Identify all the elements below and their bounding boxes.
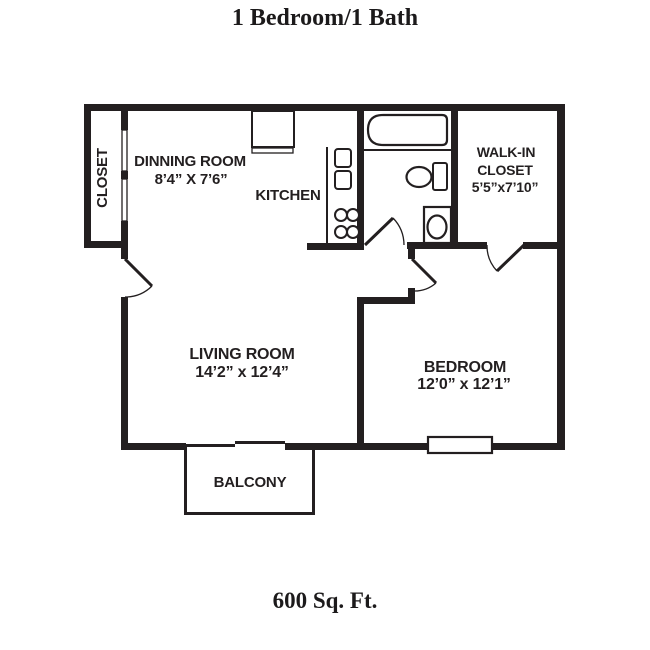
entry-door-leaf: [123, 257, 154, 288]
walk-in-closet-door: [486, 243, 526, 273]
balcony-wall-bottom: [184, 512, 315, 515]
wall-kitchen-bottom: [307, 243, 364, 250]
sliding-door-panel-right: [235, 441, 285, 444]
room-label-dining: DINNING ROOM: [134, 153, 246, 170]
wall-bedroom-jog: [357, 297, 415, 304]
counter-edge-icon: [251, 147, 294, 154]
bathroom-door-leaf: [363, 216, 395, 247]
room-label-bedroom: BEDROOM: [424, 359, 506, 376]
entry-door: [123, 257, 154, 298]
wall-bath-walkin-divider: [451, 104, 458, 249]
kitchen-sink-basin-icon: [334, 148, 352, 168]
stove-burners-icon: [334, 208, 360, 239]
room-dimensions-bedroom: 12’0” x 12’1”: [417, 376, 510, 393]
room-labels: CLOSET DINNING ROOM 8’4” X 7’6” KITCHEN …: [94, 144, 538, 491]
room-label-balcony: BALCONY: [214, 474, 287, 491]
wall-top: [84, 104, 565, 111]
burner-icon: [334, 208, 348, 222]
wall-bedroom-door-jamb-upper: [408, 249, 415, 259]
bathroom-sink-icon: [405, 165, 433, 189]
closet-bifold-doors: [121, 129, 128, 222]
kitchen-fixtures: [251, 110, 360, 243]
toilet-bowl: [426, 214, 448, 240]
toilet-icon: [422, 205, 453, 245]
wall-bedroom-door-jamb-lower: [408, 288, 415, 304]
room-label-walkin-line2: CLOSET: [477, 162, 533, 178]
window-icon: [426, 435, 494, 455]
sliding-glass-door: [185, 441, 285, 447]
wall-closet-stub-mid: [121, 171, 128, 179]
bifold-door-panel-top: [121, 129, 128, 172]
wall-kitchen-bath-divider: [357, 104, 364, 250]
burner-icon: [334, 225, 348, 239]
bifold-door-panel-bottom: [121, 178, 128, 222]
vanity-icon: [432, 162, 448, 191]
walk-in-closet-door-swing: [486, 244, 498, 272]
room-dimensions-walkin: 5’5”x7’10”: [472, 179, 539, 195]
refrigerator-icon: [251, 110, 295, 148]
wall-walkin-bottom: [523, 242, 565, 249]
balcony-walls: [184, 447, 315, 515]
wall-closet-stub-bottom: [121, 221, 128, 248]
room-dimensions-dining: 8’4” X 7’6”: [155, 171, 228, 188]
plan-title: 1 Bedroom/1 Bath: [231, 5, 419, 31]
walk-in-closet-door-leaf: [495, 243, 526, 273]
room-label-walkin-line1: WALK-IN: [477, 144, 536, 160]
wall-bath-bottom: [407, 242, 487, 249]
wall-bottom-left: [121, 443, 186, 450]
wall-bottom-middle: [285, 443, 429, 450]
burner-icon: [346, 225, 360, 239]
bathroom-fixtures: [364, 113, 453, 245]
square-footage: 600 Sq. Ft.: [272, 588, 378, 613]
bedroom-door-swing: [412, 282, 437, 292]
room-dimensions-living: 14’2” x 12’4”: [195, 364, 288, 381]
wall-bottom-right: [491, 443, 565, 450]
room-label-kitchen: KITCHEN: [255, 187, 320, 204]
wall-closet-stub-top: [121, 111, 128, 130]
bathroom-door-swing: [392, 217, 405, 246]
walls: [84, 104, 565, 450]
wall-closet-bottom: [84, 241, 128, 248]
bedroom-window: [426, 435, 494, 455]
bathtub-icon: [366, 113, 449, 147]
burner-icon: [346, 208, 360, 222]
room-label-living: LIVING ROOM: [189, 346, 294, 363]
balcony-wall-right: [312, 447, 315, 515]
wall-bedroom-west: [357, 297, 364, 450]
kitchen-sink-basin-icon: [334, 170, 352, 190]
room-label-closet: CLOSET: [94, 148, 111, 208]
sliding-door-panel-left: [185, 444, 235, 447]
entry-door-swing: [124, 285, 153, 298]
bedroom-door: [410, 257, 438, 292]
wall-right: [557, 104, 565, 450]
wall-entry-jamb-top: [121, 248, 128, 259]
bathroom-door: [363, 216, 405, 247]
wall-left-lower: [121, 297, 128, 450]
wall-left-closet: [84, 104, 91, 248]
balcony-wall-left: [184, 447, 187, 515]
bedroom-door-leaf: [410, 257, 438, 285]
